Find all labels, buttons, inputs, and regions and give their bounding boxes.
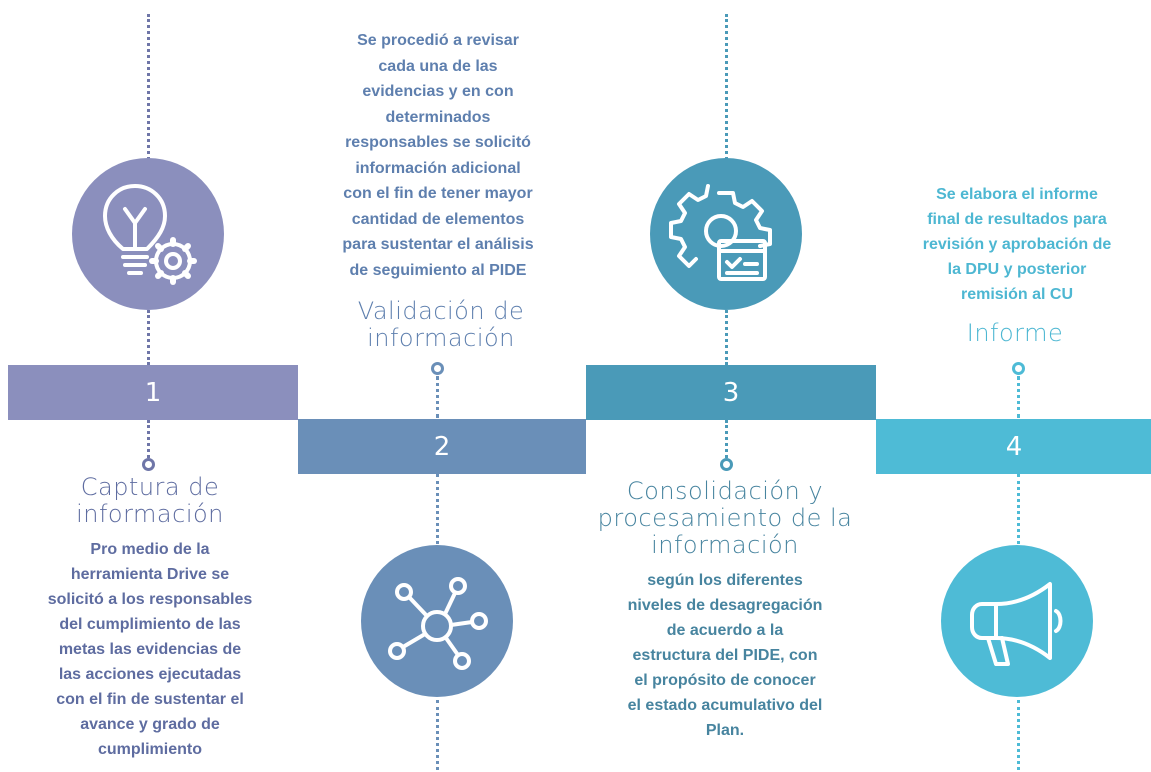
megaphone-icon (970, 582, 1063, 666)
connector-bottom-3 (725, 420, 728, 458)
step-number-3: 3 (722, 377, 740, 408)
step-circle-3 (650, 158, 802, 310)
connector-top-2 (436, 376, 439, 418)
connector-mid-2 (436, 474, 439, 544)
marker-ring-1 (142, 458, 155, 471)
connector-mid-4 (1017, 474, 1020, 544)
connector-top-1 (147, 14, 150, 160)
connector-mid-1 (147, 310, 150, 365)
marker-ring-3 (720, 458, 733, 471)
step-number-1: 1 (144, 377, 162, 408)
connector-top-3 (725, 14, 728, 160)
step-band-1: 1 (8, 365, 298, 420)
step-description-4: Se elabora el informe final de resultado… (922, 186, 1112, 303)
connector-bottom-2 (436, 700, 439, 770)
step-title-2: Validación de información (357, 297, 525, 352)
step-circle-1 (72, 158, 224, 310)
step-circle-4 (941, 545, 1093, 697)
network-nodes-icon (388, 577, 488, 670)
connector-top-4 (1017, 376, 1020, 418)
step-number-2: 2 (433, 431, 451, 462)
step-number-4: 4 (1005, 431, 1023, 462)
step-band-2: 2 (298, 419, 586, 474)
step-title-4: Informe (966, 319, 1064, 347)
connector-bottom-4 (1017, 700, 1020, 770)
step-title-1: Captura de información (76, 473, 224, 528)
step-description-1: Pro medio de la herramienta Drive se sol… (47, 541, 253, 758)
step-band-3: 3 (586, 365, 876, 420)
step-circle-2 (361, 545, 513, 697)
step-description-2: Se procedió a revisar cada una de las ev… (342, 32, 534, 279)
gear-checklist-icon (669, 184, 772, 281)
lightbulb-gear-icon (103, 184, 197, 285)
connector-bottom-1 (147, 420, 150, 458)
step-description-3: según los diferentes niveles de desagreg… (627, 572, 823, 739)
connector-mid-3 (725, 310, 728, 365)
marker-ring-4 (1012, 362, 1025, 375)
step-title-3: Consolidación y procesamiento de la info… (597, 477, 853, 559)
marker-ring-2 (431, 362, 444, 375)
step-band-4: 4 (876, 419, 1151, 474)
